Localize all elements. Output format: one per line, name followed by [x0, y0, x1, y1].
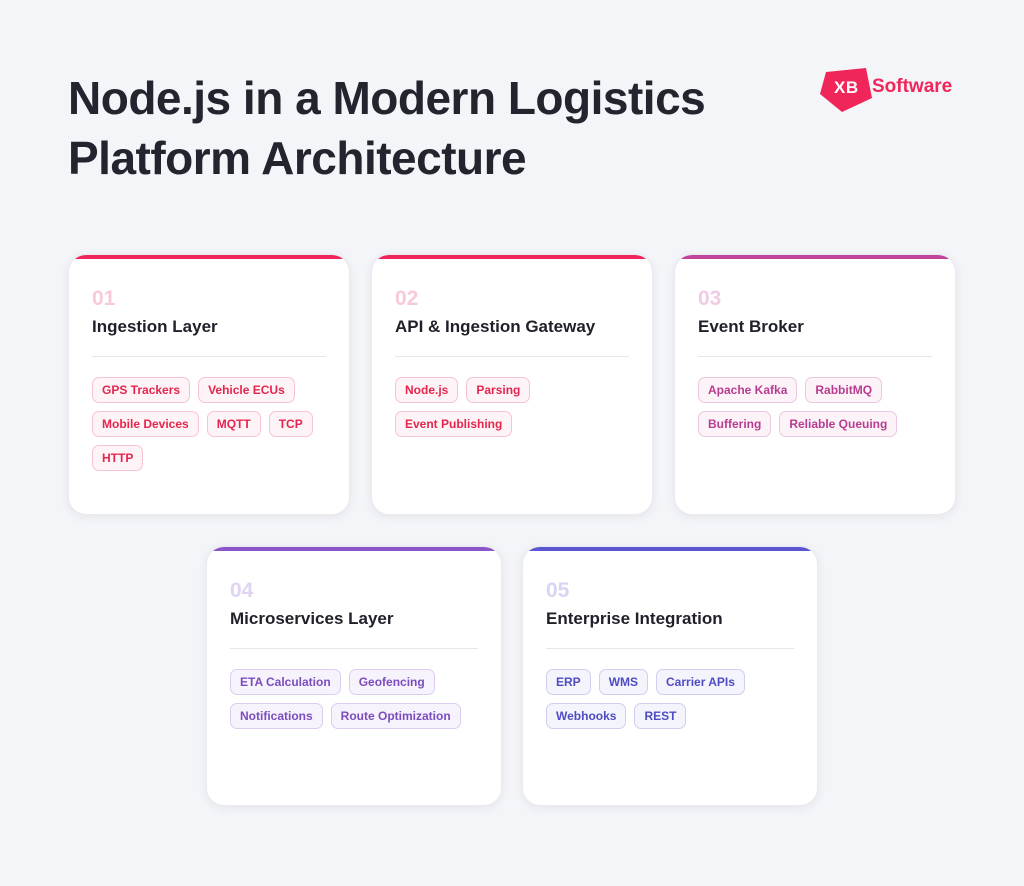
- tag: HTTP: [92, 445, 144, 471]
- card-accent-bar: [372, 255, 652, 259]
- card-api-ingestion-gateway: 02 API & Ingestion Gateway Node.js Parsi…: [371, 254, 653, 515]
- tag-list: ERP WMS Carrier APIs Webhooks REST: [546, 669, 801, 729]
- tag: Vehicle ECUs: [198, 377, 295, 403]
- title-line-1: Node.js in a Modern Logistics: [68, 72, 706, 124]
- tag: ETA Calculation: [230, 669, 341, 695]
- card-accent-bar: [207, 547, 501, 551]
- tag: ERP: [546, 669, 591, 695]
- card-title: Microservices Layer: [230, 609, 394, 628]
- tag: Apache Kafka: [698, 377, 798, 403]
- card-divider: [698, 356, 932, 357]
- card-title: Ingestion Layer: [92, 317, 218, 336]
- card-number: 01: [92, 287, 116, 310]
- tag: REST: [634, 703, 687, 729]
- card-title: Enterprise Integration: [546, 609, 723, 628]
- card-title: API & Ingestion Gateway: [395, 317, 596, 336]
- title-line-2: Platform Architecture: [68, 132, 527, 184]
- tag: TCP: [268, 411, 313, 437]
- card-divider: [395, 356, 629, 357]
- tag: Carrier APIs: [656, 669, 745, 695]
- tag: Notifications: [230, 703, 323, 729]
- card-number: 04: [230, 579, 254, 602]
- card-microservices-layer: 04 Microservices Layer ETA Calculation G…: [206, 546, 502, 806]
- card-divider: [230, 648, 478, 649]
- card-accent-bar: [675, 255, 955, 259]
- card-ingestion-layer: 01 Ingestion Layer GPS Trackers Vehicle …: [68, 254, 350, 515]
- tag: GPS Trackers: [92, 377, 191, 403]
- tag: Buffering: [698, 411, 772, 437]
- card-divider: [546, 648, 794, 649]
- tag: Geofencing: [348, 669, 435, 695]
- tag: Parsing: [466, 377, 531, 403]
- card-accent-bar: [69, 255, 349, 259]
- tag: MQTT: [206, 411, 261, 437]
- card-accent-bar: [523, 547, 817, 551]
- card-number: 05: [546, 579, 570, 602]
- tag: Mobile Devices: [92, 411, 199, 437]
- xb-software-logo: XB Software: [820, 68, 970, 112]
- card-title: Event Broker: [698, 317, 804, 336]
- tag-list: Node.js Parsing Event Publishing: [395, 377, 636, 437]
- logo-mark-text: XB: [834, 78, 859, 97]
- tag: RabbitMQ: [805, 377, 883, 403]
- tag-list: Apache Kafka RabbitMQ Buffering Reliable…: [698, 377, 939, 437]
- card-event-broker: 03 Event Broker Apache Kafka RabbitMQ Bu…: [674, 254, 956, 515]
- card-enterprise-integration: 05 Enterprise Integration ERP WMS Carrie…: [522, 546, 818, 806]
- tag: Route Optimization: [330, 703, 461, 729]
- tag-list: GPS Trackers Vehicle ECUs Mobile Devices…: [92, 377, 333, 471]
- logo-mark-icon: [820, 68, 872, 112]
- tag: Node.js: [395, 377, 459, 403]
- logo-text: Software: [872, 76, 953, 97]
- tag: WMS: [598, 669, 649, 695]
- card-number: 03: [698, 287, 722, 310]
- tag-list: ETA Calculation Geofencing Notifications…: [230, 669, 485, 729]
- tag: Webhooks: [546, 703, 627, 729]
- page-title: Node.js in a Modern Logistics Platform A…: [68, 68, 788, 188]
- tag: Reliable Queuing: [779, 411, 898, 437]
- tag: Event Publishing: [395, 411, 513, 437]
- card-divider: [92, 356, 326, 357]
- card-number: 02: [395, 287, 419, 310]
